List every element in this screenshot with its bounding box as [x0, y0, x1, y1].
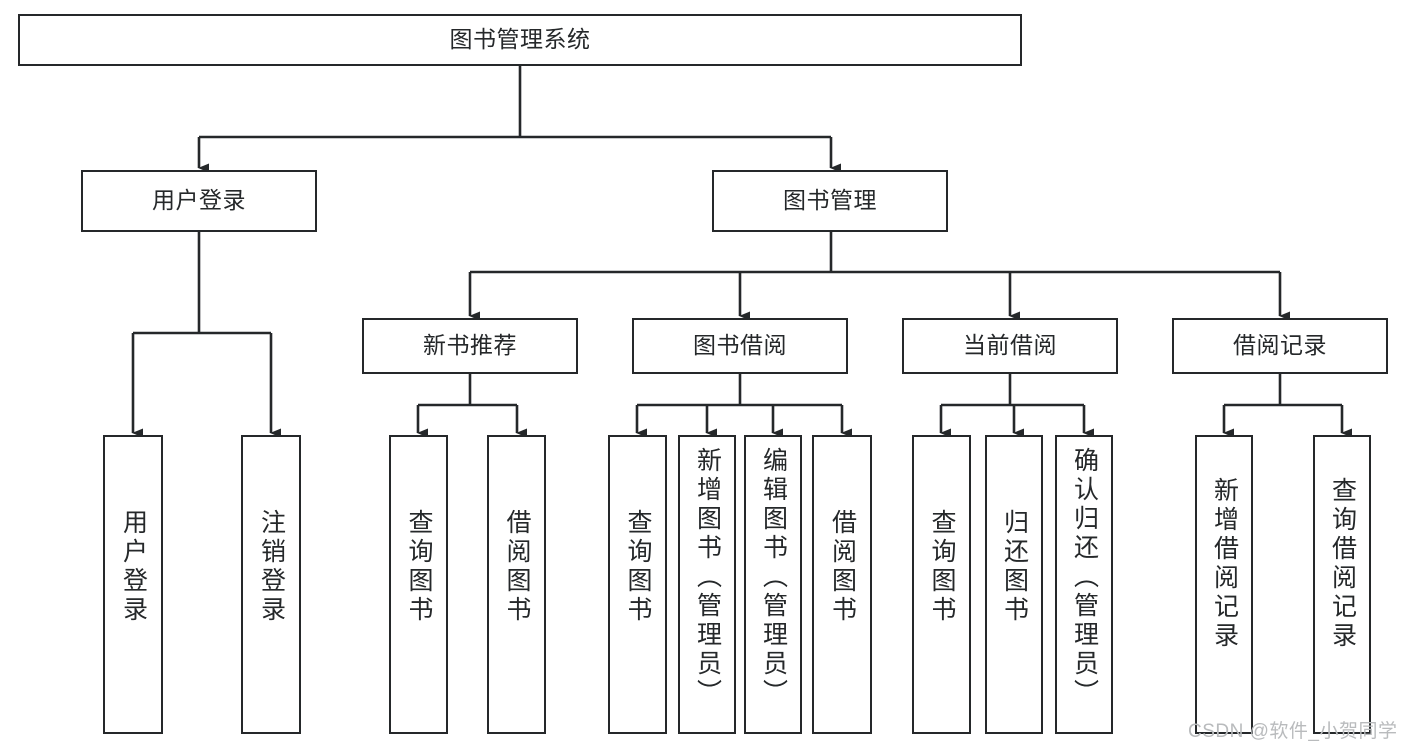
- node-root-label: 图书管理系统: [449, 26, 591, 53]
- node-leaf-add-record[interactable]: 新增借阅记录: [1195, 435, 1253, 734]
- node-current-borrow-label: 当前借阅: [963, 332, 1057, 359]
- node-new-book-recommend-label: 新书推荐: [423, 332, 517, 359]
- node-leaf-borrow-book-2[interactable]: 借阅图书: [812, 435, 872, 734]
- node-current-borrow[interactable]: 当前借阅: [902, 318, 1118, 374]
- node-leaf-add-record-label: 新增借阅记录: [1210, 477, 1239, 651]
- node-leaf-query-record[interactable]: 查询借阅记录: [1313, 435, 1371, 734]
- node-user-login-label: 用户登录: [152, 187, 246, 214]
- node-leaf-query-book-2-label: 查询图书: [624, 509, 652, 625]
- node-book-borrow-label: 图书借阅: [693, 332, 787, 359]
- node-leaf-user-login[interactable]: 用户登录: [103, 435, 163, 734]
- node-leaf-borrow-book-1[interactable]: 借阅图书: [487, 435, 546, 734]
- node-leaf-edit-book-label: 编辑图书（管理员）: [759, 447, 788, 708]
- node-leaf-confirm-return[interactable]: 确认归还（管理员）: [1055, 435, 1113, 734]
- node-leaf-return-book-label: 归还图书: [1000, 509, 1029, 625]
- node-book-manage[interactable]: 图书管理: [712, 170, 948, 232]
- node-leaf-query-book-1[interactable]: 查询图书: [389, 435, 448, 734]
- node-leaf-return-book[interactable]: 归还图书: [985, 435, 1043, 734]
- node-book-borrow[interactable]: 图书借阅: [632, 318, 848, 374]
- csdn-watermark: CSDN @软件_小贺同学: [1188, 721, 1398, 742]
- node-leaf-query-book-3[interactable]: 查询图书: [912, 435, 971, 734]
- node-leaf-confirm-return-label: 确认归还（管理员）: [1070, 447, 1099, 708]
- node-book-manage-label: 图书管理: [783, 187, 877, 214]
- node-leaf-add-book-label: 新增图书（管理员）: [693, 447, 722, 708]
- node-leaf-add-book[interactable]: 新增图书（管理员）: [678, 435, 736, 734]
- node-leaf-borrow-book-2-label: 借阅图书: [828, 509, 857, 625]
- node-leaf-query-book-2[interactable]: 查询图书: [608, 435, 667, 734]
- node-root[interactable]: 图书管理系统: [18, 14, 1022, 66]
- node-leaf-query-book-1-label: 查询图书: [405, 509, 433, 625]
- node-borrow-record-label: 借阅记录: [1233, 332, 1327, 359]
- node-leaf-query-book-3-label: 查询图书: [928, 509, 956, 625]
- node-leaf-edit-book[interactable]: 编辑图书（管理员）: [744, 435, 802, 734]
- node-leaf-user-login-label: 用户登录: [119, 509, 148, 625]
- node-user-login[interactable]: 用户登录: [81, 170, 317, 232]
- node-leaf-borrow-book-1-label: 借阅图书: [503, 509, 531, 625]
- node-borrow-record[interactable]: 借阅记录: [1172, 318, 1388, 374]
- node-new-book-recommend[interactable]: 新书推荐: [362, 318, 578, 374]
- node-leaf-query-record-label: 查询借阅记录: [1328, 477, 1357, 651]
- node-leaf-logout[interactable]: 注销登录: [241, 435, 301, 734]
- node-leaf-logout-label: 注销登录: [257, 509, 286, 625]
